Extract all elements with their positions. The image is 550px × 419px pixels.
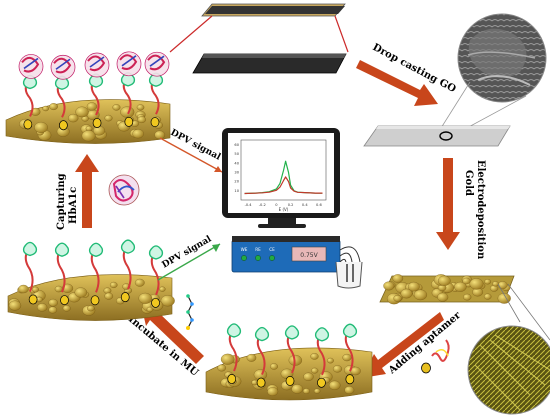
zoom-line	[497, 283, 521, 323]
x-tick-label: 0.6	[316, 203, 322, 207]
aptamer-electrode	[205, 323, 373, 401]
y-tick-label: 50	[234, 152, 239, 156]
blocked-electrode	[7, 239, 175, 321]
y-tick-label: 40	[234, 161, 239, 165]
device-button	[255, 255, 261, 261]
x-axis-label: E (V)	[279, 207, 289, 212]
x-tick-label: 0.2	[288, 203, 294, 207]
arrow-dpv-top	[159, 137, 223, 173]
device-button-label: WE	[241, 247, 248, 252]
device-display-text: 0.75V	[300, 252, 318, 259]
device-display	[291, 246, 327, 262]
arrow-drop-casting	[356, 60, 438, 106]
y-tick-label: 30	[234, 171, 239, 175]
label-gold: Gold	[463, 170, 474, 196]
mu-molecule-icon	[186, 294, 194, 330]
device-button	[269, 255, 275, 261]
dpv-chart: -0.4 -0.2 0 0.2 0.4 0.6 60 50 40 30 20 10 E (V)	[234, 139, 327, 212]
device-button-label: CE	[269, 247, 275, 252]
zoom-line	[507, 283, 550, 341]
hba1c-molecule-icon	[108, 174, 140, 206]
beaker-icon	[335, 261, 363, 289]
x-tick-label: -0.2	[259, 203, 266, 207]
arrow-adding-aptamer	[362, 312, 444, 378]
label-electrodeposition: Electrodeposition	[475, 160, 486, 260]
arrow-dpv-mid	[157, 243, 221, 281]
arrow-capturing-hba1c	[75, 154, 99, 228]
computer-monitor	[222, 128, 340, 228]
sem-image-go	[457, 13, 547, 103]
device-button-label: RE	[255, 247, 261, 252]
x-tick-label: 0.4	[302, 203, 308, 207]
label-hba1c: HbA1c	[68, 187, 79, 224]
captured-electrode	[5, 51, 171, 144]
y-tick-label: 60	[234, 143, 239, 147]
gold-electrode	[379, 274, 515, 305]
device-button	[241, 255, 247, 261]
arrow-gold-electrodeposition	[436, 158, 460, 250]
y-tick-label: 20	[234, 180, 239, 184]
sem-image-gold	[467, 325, 550, 415]
x-tick-label: -0.4	[245, 203, 253, 207]
chart-plot-area	[240, 139, 327, 201]
electrode-cables	[339, 246, 361, 265]
potentiostat-device: 0.75V WE RE CE	[231, 236, 341, 273]
series-line-1	[244, 176, 323, 195]
go-coated-electrode	[363, 125, 511, 147]
free-aptamer-icon	[421, 339, 450, 374]
label-capturing: Capturing	[56, 173, 67, 230]
x-tick-label: 0	[275, 203, 278, 207]
electrode-sheets	[169, 3, 349, 74]
y-tick-label: 10	[234, 189, 239, 193]
